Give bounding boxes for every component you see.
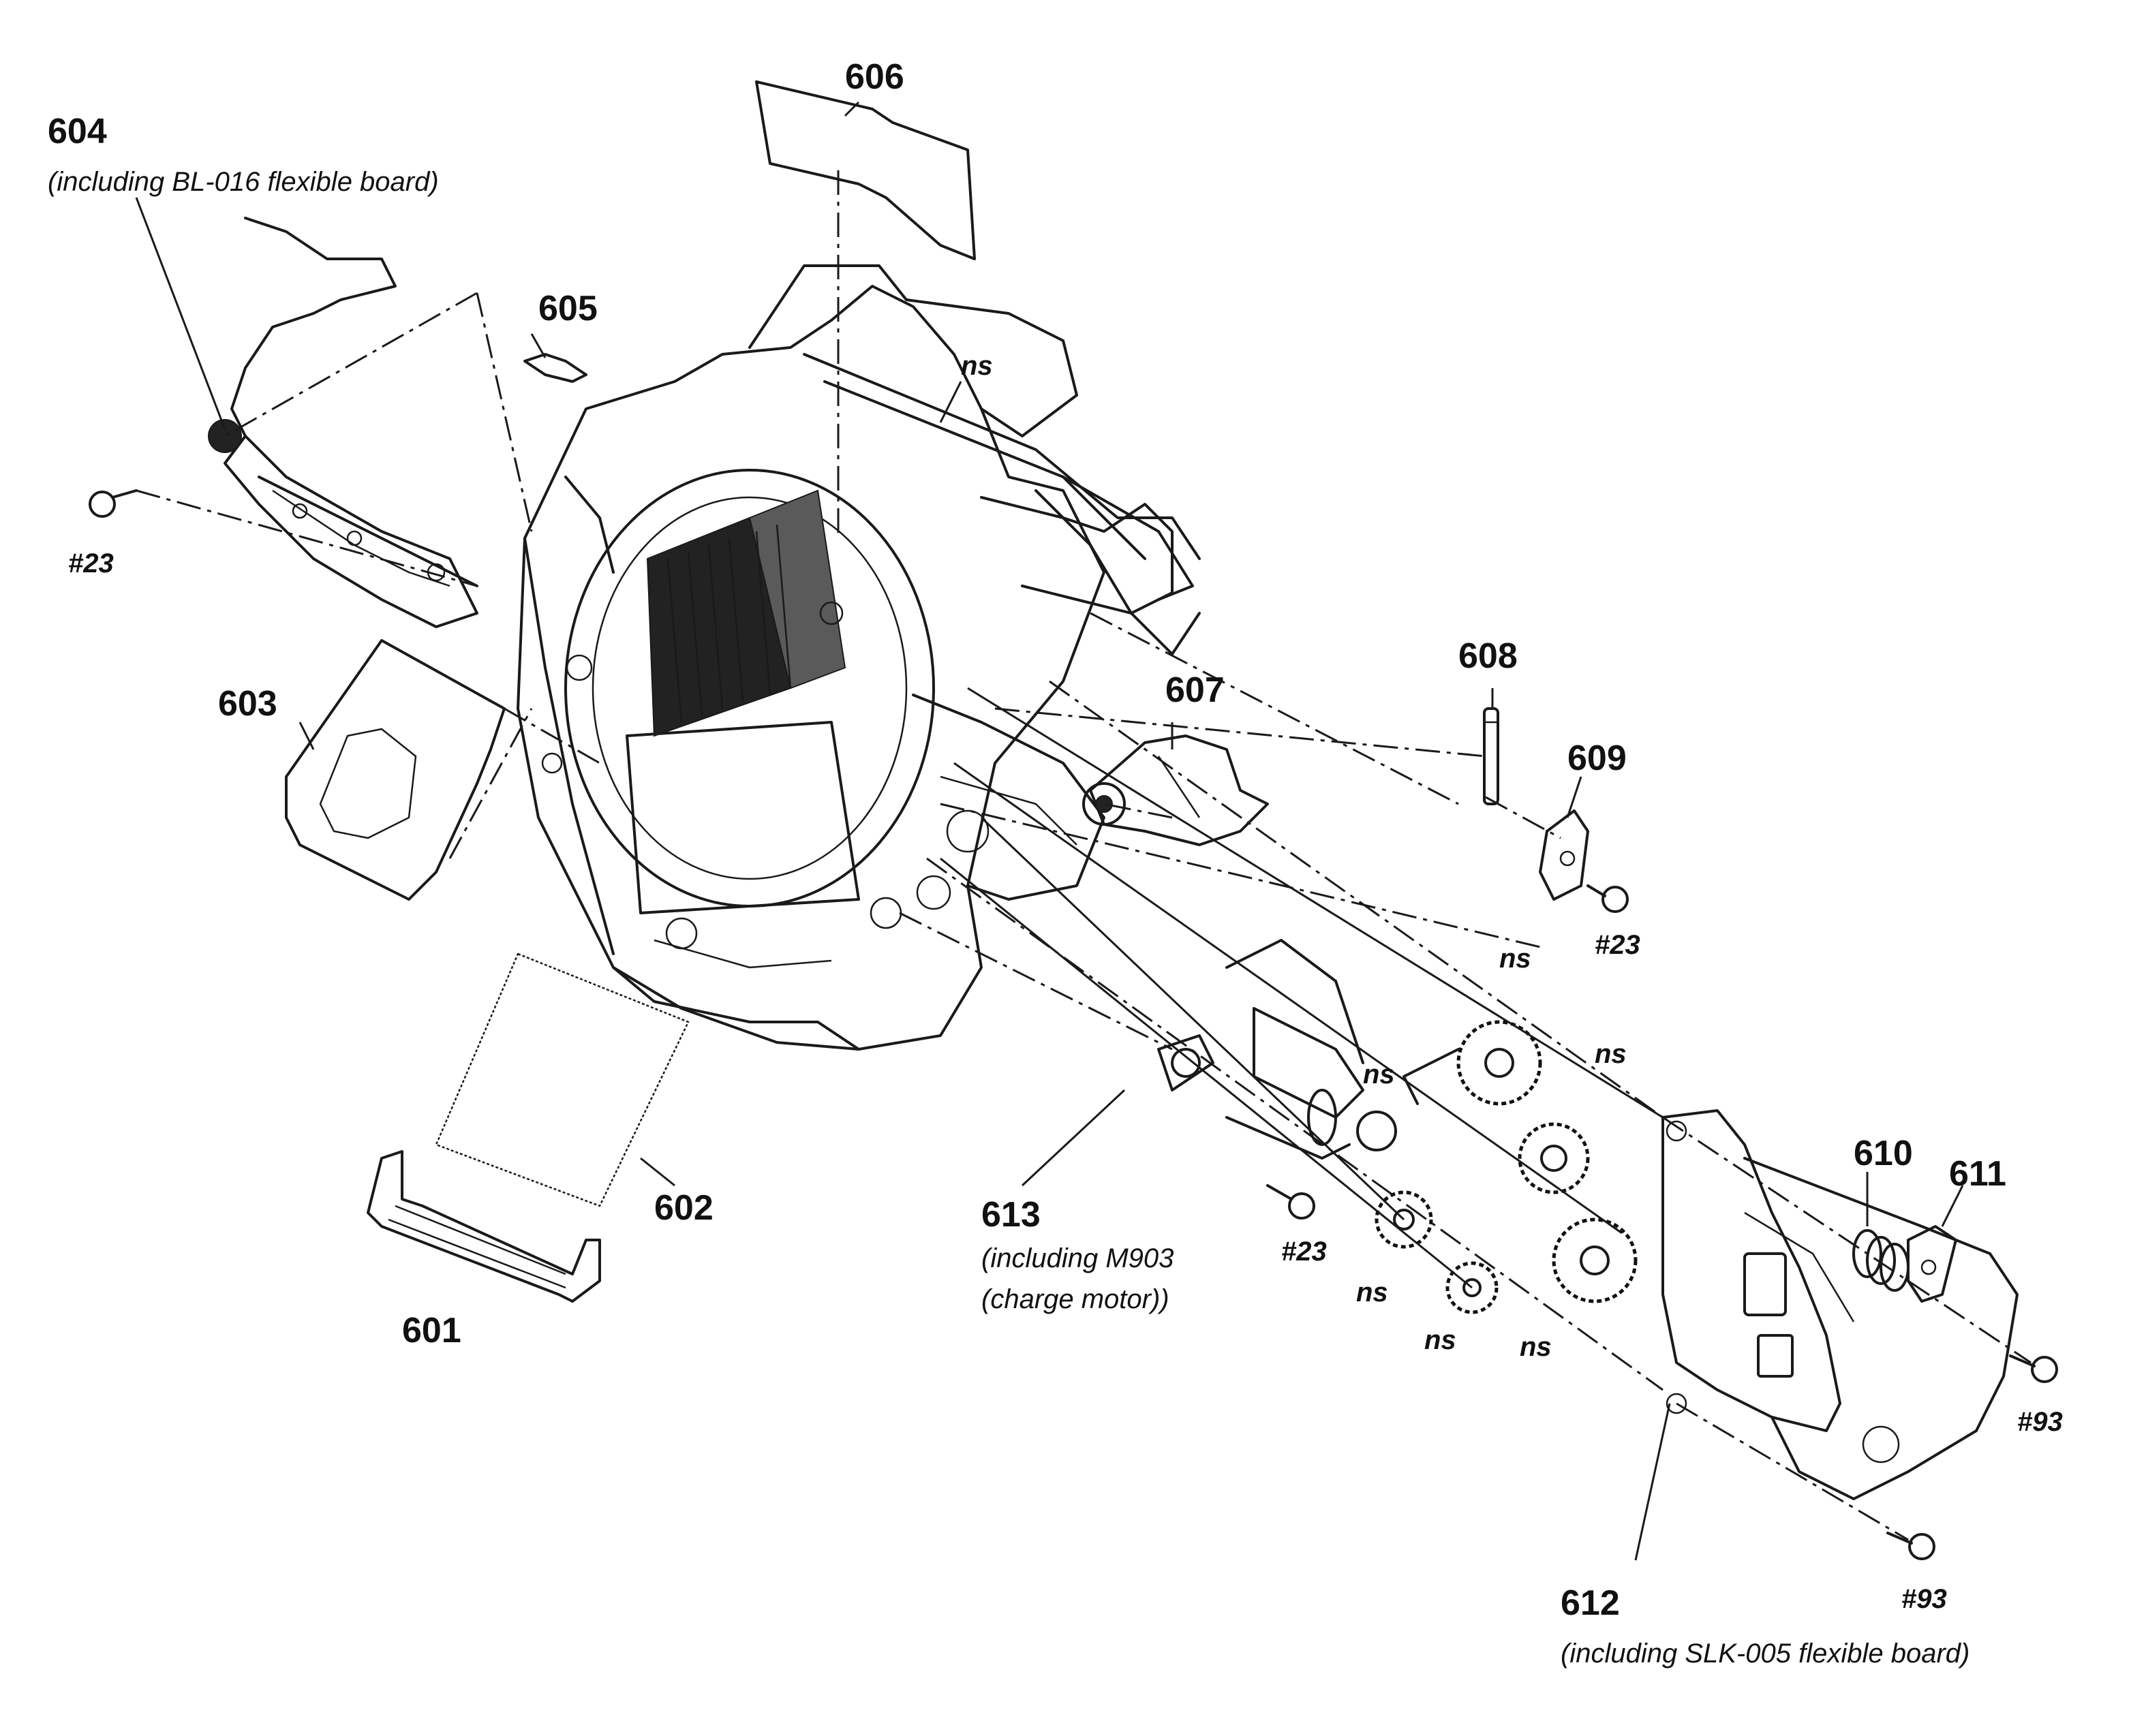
label-602: 602 — [654, 1188, 714, 1228]
part-608-pin — [1483, 707, 1499, 805]
label-612: 612 — [1561, 1583, 1620, 1623]
screw-label-23-middle: #23 — [1281, 1237, 1327, 1267]
gear-2 — [1518, 1122, 1590, 1194]
leader-lines — [135, 101, 1964, 1561]
part-609-bracket — [1539, 809, 1589, 901]
label-604: 604 — [48, 112, 107, 151]
label-608: 608 — [1458, 636, 1518, 676]
gear-3 — [1552, 1218, 1638, 1303]
note-604: (including BL-016 flexible board) — [48, 167, 439, 197]
part-607-mechanism — [1082, 734, 1269, 846]
part-613-motor — [1157, 939, 1364, 1160]
ns-label-gear2: ns — [1595, 1039, 1627, 1069]
alignment-lines — [136, 170, 2032, 1541]
label-606: 606 — [845, 57, 904, 97]
part-601-bracket — [367, 1150, 601, 1303]
ns-label-gear6: ns — [1363, 1059, 1395, 1089]
screw-93-right — [2009, 1354, 2058, 1383]
screw-label-23-left: #23 — [68, 548, 114, 578]
gear-1 — [1456, 1020, 1542, 1106]
screw-93-bottom — [1886, 1532, 1935, 1560]
screw-23-middle — [1266, 1184, 1315, 1220]
part-610-spring — [1852, 1229, 1910, 1292]
labels: 604 (including BL-016 flexible board) 60… — [48, 57, 2063, 1669]
ns-label-top: ns — [961, 351, 993, 381]
label-601: 601 — [402, 1311, 461, 1350]
label-609: 609 — [1567, 739, 1627, 778]
screw-23-left — [89, 489, 138, 518]
main-chassis-body — [517, 264, 1201, 1051]
part-606-sheet — [755, 80, 976, 260]
part-605-clip — [523, 353, 587, 383]
screw-label-23-right: #23 — [1595, 930, 1640, 960]
screw-label-93-bottom: #93 — [1901, 1584, 1947, 1614]
label-607: 607 — [1165, 670, 1225, 710]
screw-label-93-right: #93 — [2017, 1407, 2063, 1437]
note-613-line1: (including M903 — [981, 1243, 1174, 1273]
ns-label-gear4: ns — [1356, 1277, 1388, 1307]
ns-label-gear1: ns — [1499, 944, 1531, 974]
part-612-plate — [1661, 1109, 2019, 1500]
label-605: 605 — [538, 289, 598, 328]
label-611: 611 — [1949, 1154, 2006, 1194]
ns-label-gear3: ns — [1520, 1332, 1552, 1362]
gear-group — [1356, 1020, 1638, 1314]
label-613: 613 — [981, 1195, 1041, 1235]
part-603-plate — [285, 639, 506, 901]
screws — [89, 489, 2058, 1560]
screw-23-right — [1586, 884, 1629, 913]
label-603: 603 — [218, 684, 277, 724]
ns-label-gear5: ns — [1424, 1325, 1456, 1355]
gear-6 — [1356, 1111, 1397, 1151]
shaft-lines — [940, 687, 1664, 1289]
label-610: 610 — [1854, 1134, 1913, 1173]
note-613-line2: (charge motor)) — [981, 1284, 1169, 1314]
part-602-screen — [435, 952, 690, 1207]
part-611-lever — [1907, 1225, 1957, 1303]
note-612: (including SLK-005 flexible board) — [1561, 1639, 1969, 1669]
